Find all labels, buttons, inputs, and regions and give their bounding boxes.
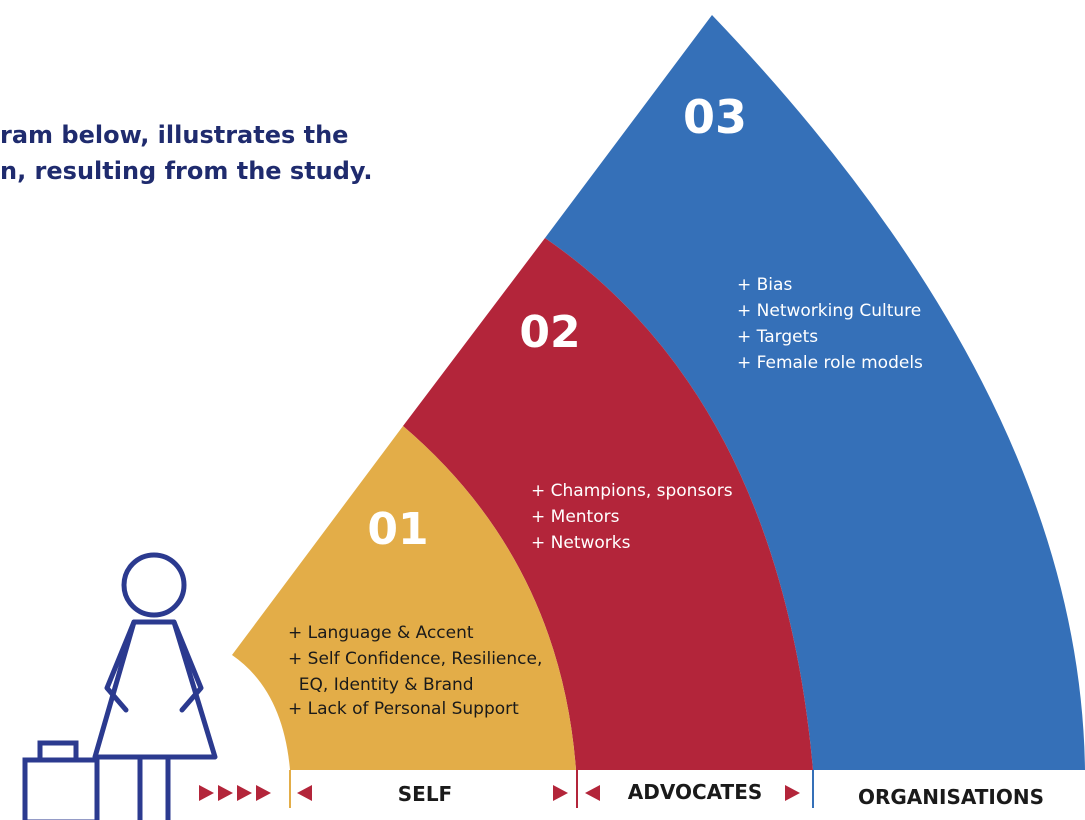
segment-03-number: 03 [683, 90, 747, 144]
list-item: + Mentors [531, 507, 620, 527]
segment-03-items: + Bias + Networking Culture + Targets + … [737, 275, 923, 373]
arrow-left-icon [297, 785, 312, 801]
list-item: EQ, Identity & Brand [288, 675, 474, 695]
segment-01-number: 01 [367, 504, 428, 555]
list-item: + Female role models [737, 353, 923, 373]
arrow-right-icon [237, 785, 252, 801]
list-item: + Targets [737, 327, 818, 347]
list-item: + Lack of Personal Support [288, 699, 519, 719]
label-bar: SELF ADVOCATES ORGANISATIONS [289, 770, 1044, 809]
segment-02-items: + Champions, sponsors + Mentors + Networ… [531, 481, 733, 553]
segment-03-organisations [545, 15, 1085, 770]
label-self: SELF [398, 782, 452, 806]
arrow-right-icon [553, 785, 568, 801]
label-advocates: ADVOCATES [628, 780, 763, 804]
arrow-right-icon [199, 785, 214, 801]
intro-text: ram below, illustrates the n, resulting … [0, 117, 373, 189]
woman-figure-icon [92, 552, 218, 820]
arrow-right-icon [218, 785, 233, 801]
segment-01-self [232, 426, 576, 770]
list-item: + Self Confidence, Resilience, [288, 649, 542, 669]
list-item: + Networking Culture [737, 301, 921, 321]
list-item: + Champions, sponsors [531, 481, 733, 501]
intro-line-1: ram below, illustrates the [0, 121, 349, 149]
segment-02-number: 02 [519, 307, 580, 358]
arrow-right-icon [785, 785, 800, 801]
briefcase-icon [22, 740, 100, 820]
segment-01-items: + Language & Accent + Self Confidence, R… [288, 623, 542, 719]
arrow-left-icon [585, 785, 600, 801]
walking-arrows [199, 785, 271, 801]
list-item: + Networks [531, 533, 631, 553]
label-organisations: ORGANISATIONS [858, 785, 1044, 809]
intro-line-2: n, resulting from the study. [0, 157, 373, 185]
arrow-right-icon [256, 785, 271, 801]
list-item: + Bias [737, 275, 792, 295]
list-item: + Language & Accent [288, 623, 474, 643]
segment-02-advocates [403, 238, 813, 770]
